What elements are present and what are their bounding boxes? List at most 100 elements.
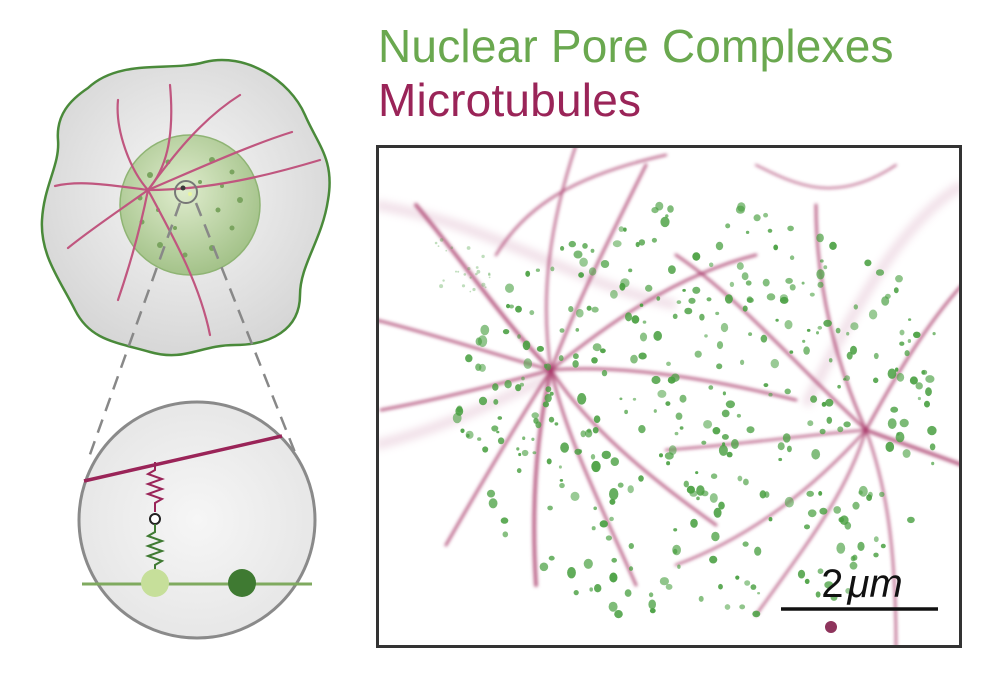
cell-schematic xyxy=(40,58,331,640)
micrograph-npc-dot xyxy=(504,380,512,389)
cell-microtubules xyxy=(53,83,322,337)
micrograph-npc-dot xyxy=(786,445,792,453)
micrograph-microtubule-strand xyxy=(755,164,897,189)
micrograph-npc-dot xyxy=(760,334,768,343)
micrograph-npc-dot xyxy=(711,531,720,542)
micrograph-npc-dot xyxy=(873,536,879,543)
micrograph-npc-dot xyxy=(573,250,583,259)
micrograph-npc-dot xyxy=(816,269,825,280)
micrograph-npc-dot xyxy=(591,357,598,364)
micrograph-npc-dot xyxy=(904,350,910,357)
micrograph-npc-dot xyxy=(744,580,751,586)
micrograph-npc-dot xyxy=(628,566,634,571)
micrograph-npc-dot xyxy=(488,273,491,276)
micrograph-npc-dot xyxy=(823,265,828,270)
micrograph-npc-dot xyxy=(575,328,580,332)
micrograph-npc-dot xyxy=(472,287,476,292)
micrograph-npc-dot xyxy=(539,562,549,572)
micrograph-npc-dot xyxy=(696,496,700,501)
micrograph-npc-dot xyxy=(668,265,676,274)
micrograph-npc-dot xyxy=(925,387,932,397)
micrograph-npc-dot xyxy=(651,237,657,243)
micrograph-npc-dot xyxy=(746,426,755,434)
micrograph-npc-dot xyxy=(823,319,832,327)
micrograph-npc-dot xyxy=(722,391,726,396)
micrograph-npc-dot xyxy=(715,311,720,316)
micrograph-npc-dot xyxy=(580,430,586,438)
micrograph-npc-dot xyxy=(885,441,895,452)
micrograph-npc-dot xyxy=(651,375,661,385)
micrograph-frame xyxy=(376,145,962,648)
micrograph-npc-dot xyxy=(628,268,633,273)
micrograph-npc-dot xyxy=(638,352,647,360)
micrograph-npc-dot xyxy=(639,332,648,342)
micrograph-npc-dot xyxy=(675,412,683,420)
micrograph-npc-dot xyxy=(645,284,653,292)
micrograph-npc-dot xyxy=(568,306,574,313)
micrograph-npc-dot xyxy=(610,457,619,466)
micrograph-npc-dot xyxy=(668,445,677,456)
micrograph-npc-dot xyxy=(873,552,879,558)
micrograph-npc-dot xyxy=(902,449,911,458)
micrograph-npc-dot xyxy=(638,239,646,246)
micrograph-microtubule-strand xyxy=(674,428,868,567)
micrograph-npc-dot xyxy=(768,392,773,397)
micrograph-npc-dot xyxy=(829,241,837,250)
micrograph-microtubule-strand xyxy=(864,428,898,648)
micrograph-npc-dot xyxy=(649,608,656,614)
micrograph-microtubule-strand xyxy=(664,428,868,452)
micrograph-npc-dot xyxy=(830,593,838,601)
micrograph-npc-dot xyxy=(718,444,728,456)
micrograph-npc-dot xyxy=(655,201,664,211)
micrograph-npc-dot xyxy=(653,330,662,341)
micrograph-npc-dot xyxy=(804,524,810,530)
micrograph-npc-dot xyxy=(455,406,464,416)
micrograph-npc-dot xyxy=(748,332,753,336)
micrograph-npc-dot xyxy=(718,501,725,510)
micrograph-npc-dot xyxy=(536,345,544,352)
micrograph-npc-dot xyxy=(573,590,579,596)
micrograph-npc-dot xyxy=(567,567,576,579)
micrograph-npc-dot xyxy=(893,287,899,294)
micrograph-npc-dot xyxy=(725,400,735,409)
micrograph-npc-dot xyxy=(625,312,632,322)
micrograph-npc-dot xyxy=(478,396,488,406)
micrograph-npc-dot xyxy=(690,518,698,528)
micrograph-npc-dot xyxy=(659,577,669,586)
legend-npc-label: Nuclear Pore Complexes xyxy=(378,20,894,72)
micrograph-npc-dot xyxy=(857,541,865,551)
micrograph-npc-dot xyxy=(677,564,681,569)
micrograph-npc-dot xyxy=(672,313,678,319)
micrograph-npc-dot xyxy=(712,427,721,435)
micrograph-npc-dot xyxy=(584,429,593,438)
micrograph-npc-dot xyxy=(572,360,579,368)
micrograph-npc-dot xyxy=(521,376,525,381)
micrograph-npc-dot xyxy=(899,341,905,346)
micrograph-npc-dot xyxy=(843,421,851,428)
micrograph-npc-dot xyxy=(789,255,795,260)
micrograph-npc-dot xyxy=(784,388,791,395)
micrograph-npc-dot xyxy=(731,439,739,449)
micrograph-npc-dot xyxy=(582,243,588,249)
micrograph-npc-dot xyxy=(777,442,785,451)
micrograph-npc-dot xyxy=(716,363,723,370)
micrograph-npc-dot xyxy=(868,309,878,320)
micrograph-npc-dot xyxy=(807,420,814,427)
micrograph-microtubule-strand xyxy=(549,368,718,527)
micrograph-npc-dot xyxy=(845,588,851,594)
micrograph-npc-dot xyxy=(745,280,752,286)
micrograph-npc-dot xyxy=(609,488,619,500)
micrograph-npc-dot xyxy=(828,358,833,363)
micrograph-npc-dot xyxy=(696,485,705,496)
micrograph-npc-dot xyxy=(517,334,521,339)
micrograph-npc-dot xyxy=(653,409,657,413)
micrograph-npc-dot xyxy=(437,245,440,247)
micrograph-npc-dot xyxy=(666,461,671,466)
micrograph-npc-dot xyxy=(695,471,699,475)
micrograph-npc-dot xyxy=(442,279,445,282)
micrograph-microtubule-strand xyxy=(379,368,553,412)
tether-junction xyxy=(149,513,161,525)
micrograph-npc-dot xyxy=(611,557,617,563)
micrograph-npc-dot xyxy=(631,315,640,324)
micrograph-npc-dot xyxy=(502,329,510,335)
